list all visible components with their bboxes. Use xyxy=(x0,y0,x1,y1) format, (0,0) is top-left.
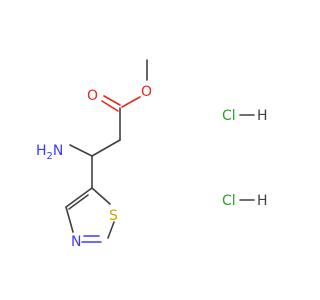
molecule-drawing: O O H2N S N Cl H Cl H xyxy=(36,59,268,250)
bond-c5-c4 xyxy=(65,187,93,208)
hydrogen-label: H xyxy=(257,108,268,124)
structure-canvas: O O H2N S N Cl H Cl H xyxy=(36,59,268,250)
bond-c2-s1 xyxy=(107,221,115,239)
ester-oxygen-single-label: O xyxy=(141,84,152,100)
chlorine-label: Cl xyxy=(222,193,236,209)
bond-carbonyl-double-2 xyxy=(101,100,119,112)
bond-c4-n3 xyxy=(65,206,74,233)
chlorine-label: Cl xyxy=(222,108,236,124)
bond-o-carbonyl xyxy=(121,96,141,108)
thiazole-nitrogen-label: N xyxy=(71,234,81,250)
bond-ch2-ch xyxy=(91,139,121,157)
bond-carbonyl-double-1 xyxy=(103,95,121,106)
ester-oxygen-double-label: O xyxy=(87,88,98,104)
bond-c5-s1 xyxy=(91,187,111,205)
hydrogen-label: H xyxy=(257,193,268,209)
bond-c5-c4-double xyxy=(68,194,89,210)
thiazole-sulfur-label: S xyxy=(109,208,118,224)
amine-label: H2N xyxy=(36,143,63,162)
hcl-salt-1: Cl H xyxy=(222,108,268,124)
hcl-salt-2: Cl H xyxy=(222,193,268,209)
bond-ch-amine xyxy=(69,144,93,157)
